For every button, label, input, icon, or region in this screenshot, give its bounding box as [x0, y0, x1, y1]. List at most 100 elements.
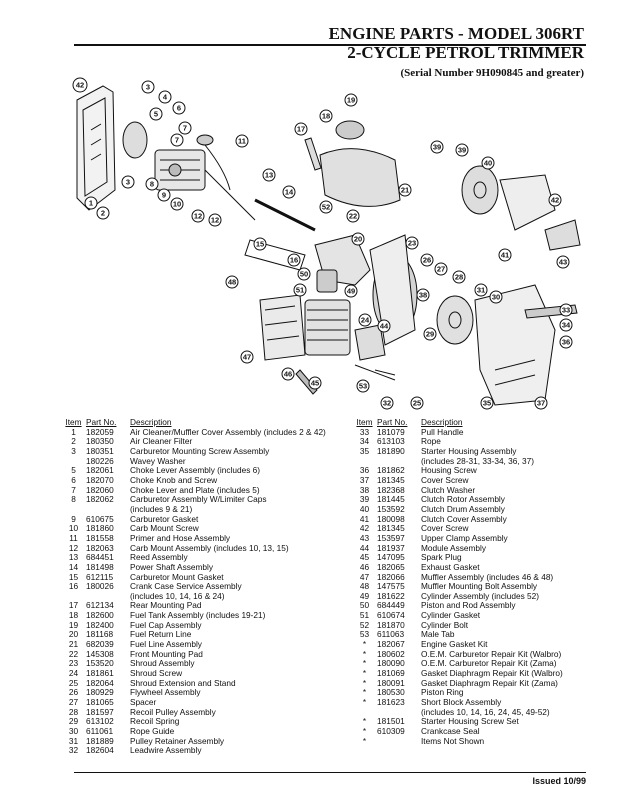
part-number: 181168 — [86, 629, 114, 640]
part-number: 181558 — [86, 532, 114, 543]
item-number: * — [362, 648, 367, 659]
callout-32: 32 — [380, 396, 394, 410]
svg-text:28: 28 — [455, 273, 463, 282]
part-description: Primer and Hose Assembly — [130, 532, 231, 543]
item-number: 48 — [359, 581, 370, 592]
callout-44: 44 — [377, 319, 391, 333]
part-description: Fuel Cap Assembly — [130, 619, 202, 630]
part-number: 182600 — [86, 610, 114, 621]
part-description: Fuel Tank Assembly (includes 19-21) — [130, 610, 266, 621]
svg-text:23: 23 — [408, 239, 416, 248]
item-number: 49 — [359, 590, 370, 601]
part-number: 182062 — [86, 494, 114, 505]
item-number: 34 — [359, 436, 370, 447]
callout-53: 53 — [356, 379, 370, 393]
part-description: Clutch Rotor Assembly — [421, 494, 505, 505]
item-number: 37 — [359, 474, 370, 485]
table-row: (includes 10, 14, 16 & 24) — [61, 590, 351, 602]
callout-12b: 12 — [208, 213, 222, 227]
header-rule — [74, 44, 586, 46]
item-number: 46 — [359, 561, 370, 572]
callout-18: 18 — [319, 109, 333, 123]
callout-37: 37 — [534, 396, 548, 410]
item-number: * — [362, 677, 367, 688]
callout-49: 49 — [344, 284, 358, 298]
part-description: (includes 10, 14, 16 & 24) — [130, 590, 225, 601]
header-item: Item — [65, 417, 82, 427]
item-number: 15 — [68, 571, 79, 582]
part-description: Exhaust Gasket — [421, 561, 480, 572]
part-number: 610675 — [86, 513, 114, 524]
part-description: Air Cleaner Filter — [130, 436, 193, 447]
part-number: 182400 — [86, 619, 114, 630]
svg-text:48: 48 — [228, 278, 236, 287]
page-title: ENGINE PARTS - MODEL 306RT — [328, 24, 584, 43]
svg-text:9: 9 — [162, 191, 166, 200]
part-number: 180350 — [86, 436, 114, 447]
item-number: * — [362, 658, 367, 669]
svg-text:36: 36 — [562, 338, 570, 347]
item-number: 31 — [68, 735, 79, 746]
part-number: 181890 — [377, 445, 405, 456]
svg-text:21: 21 — [401, 186, 409, 195]
callout-34: 34 — [559, 318, 573, 332]
item-number: 10 — [68, 523, 79, 534]
item-number: 25 — [68, 677, 79, 688]
svg-text:7: 7 — [183, 124, 187, 133]
svg-text:3: 3 — [126, 178, 130, 187]
part-description: Spacer — [130, 697, 157, 708]
part-description: Muffler Assembly (includes 46 & 48) — [421, 571, 554, 582]
part-description: Cylinder Bolt — [421, 619, 469, 630]
callout-41: 41 — [498, 248, 512, 262]
part-number: 613102 — [86, 716, 114, 727]
part-description: Crank Case Service Assembly — [130, 581, 242, 592]
svg-text:12: 12 — [211, 216, 219, 225]
part-number: 180602 — [377, 648, 405, 659]
part-description: Rear Mounting Pad — [130, 600, 202, 611]
callout-35: 35 — [480, 396, 494, 410]
item-number: 14 — [68, 561, 79, 572]
part-description: (includes 28-31, 33-34, 36, 37) — [421, 455, 535, 466]
part-description: Pulley Retainer Assembly — [130, 735, 225, 746]
issued-date: Issued 10/99 — [532, 776, 586, 786]
part-number: 153597 — [377, 532, 405, 543]
callout-21: 21 — [398, 183, 412, 197]
part-number: 610674 — [377, 610, 405, 621]
part-number: 181345 — [377, 474, 405, 485]
part-description: Carb Mount Assembly (includes 10, 13, 15… — [130, 542, 289, 553]
callout-5: 5 — [149, 107, 163, 121]
clutch-drum-drawing — [461, 165, 499, 215]
part-description: Recoil Pulley Assembly — [130, 706, 216, 717]
part-number: 181889 — [86, 735, 114, 746]
callout-11: 11 — [235, 134, 249, 148]
part-description: Carb Mount Screw — [130, 523, 199, 534]
callout-31: 31 — [474, 283, 488, 297]
callout-42b: 42 — [548, 193, 562, 207]
part-number: 181498 — [86, 561, 114, 572]
part-description: Housing Screw — [421, 465, 477, 476]
part-number: 181345 — [377, 523, 405, 534]
item-number: 52 — [359, 619, 370, 630]
svg-text:20: 20 — [354, 235, 362, 244]
svg-text:30: 30 — [492, 293, 500, 302]
part-description: Carburetor Mount Gasket — [130, 571, 224, 582]
part-number: 180090 — [377, 658, 405, 669]
item-number: 36 — [359, 465, 370, 476]
svg-text:13: 13 — [265, 171, 273, 180]
svg-text:12: 12 — [194, 212, 202, 221]
part-description: Items Not Shown — [421, 735, 485, 746]
table-header: Item Part No. Description — [61, 417, 351, 428]
